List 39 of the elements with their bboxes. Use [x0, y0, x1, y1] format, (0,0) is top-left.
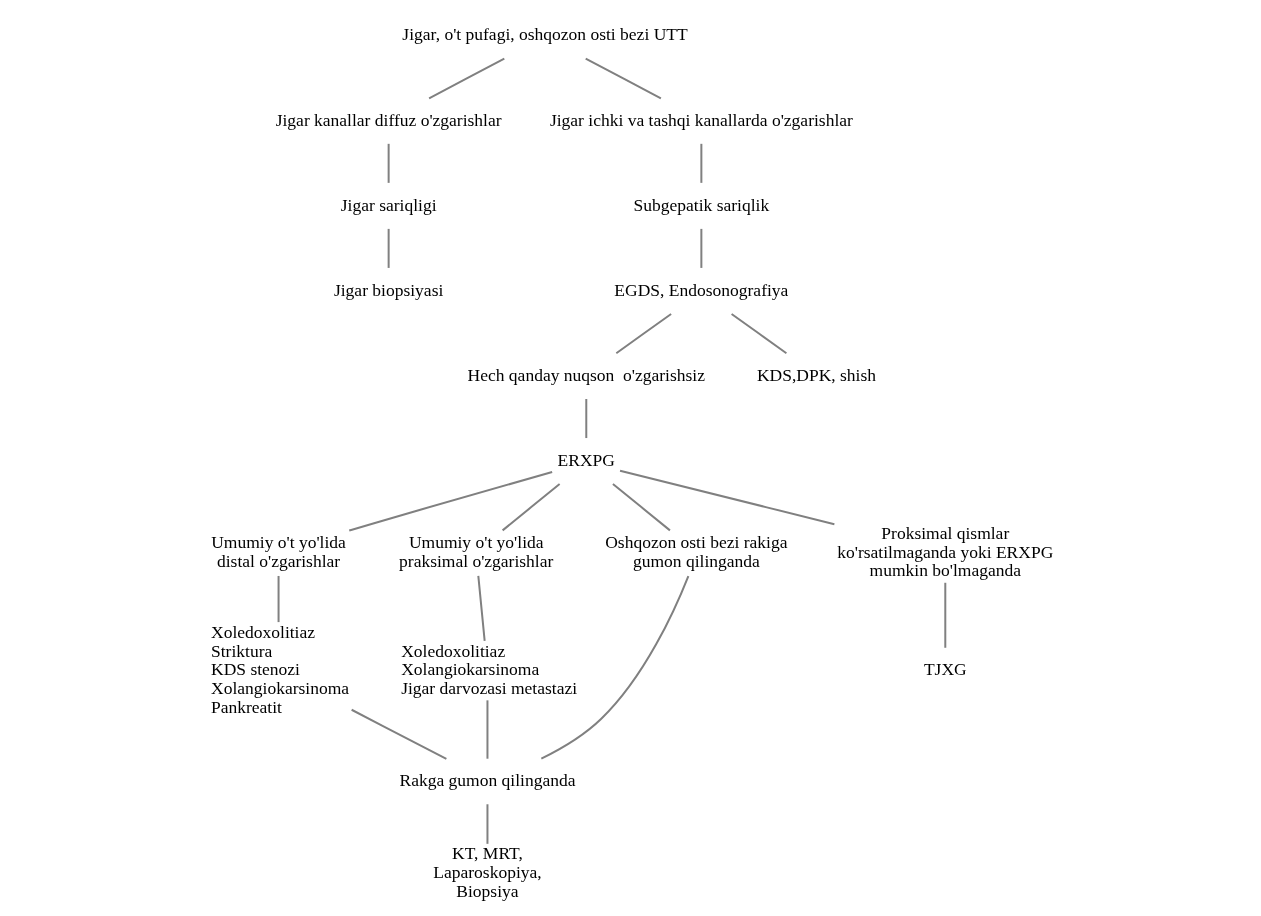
node-text: Hech qanday nuqson o'zgarishsiz: [467, 364, 705, 385]
node-text: Jigar sariqligi: [340, 194, 437, 215]
node-text: Jigar, o't pufagi, oshqozon osti bezi UTT: [401, 24, 688, 45]
connector: [611, 483, 671, 532]
node-text: Xoledoxolitiaz Xolangiokarsinoma Jigar darvozasi metastazi: [400, 640, 577, 699]
connector: [476, 574, 486, 642]
connector: [387, 142, 390, 184]
connector: [699, 142, 702, 184]
node-text: Umumiy o't yo'lida distal o'zgarishlar: [210, 532, 346, 572]
node-text: ERXPG: [557, 449, 615, 470]
connector: [350, 708, 447, 760]
node-text: EGDS, Endosonografiya: [613, 279, 788, 300]
connector: [277, 574, 280, 624]
node-text: Jigar ichki va tashqi kanallarda o'zgarishlar: [549, 109, 853, 130]
connector: [943, 581, 946, 649]
node-text: KDS,DPK, shish: [756, 364, 876, 385]
connector: [584, 398, 587, 440]
connector: [501, 483, 561, 532]
node-text: Umumiy o't yo'lida praksimal o'zgarishlar: [398, 532, 553, 572]
connector: [730, 312, 787, 355]
node-text: Oshqozon osti bezi rakiga gumon qilinganda: [604, 532, 787, 572]
connector: [539, 575, 689, 760]
connector: [485, 803, 488, 845]
node-text: Jigar biopsiyasi: [333, 279, 443, 300]
connector: [699, 227, 702, 269]
node-text: Jigar kanallar diffuz o'zgarishlar: [275, 109, 502, 130]
connector: [347, 471, 553, 532]
node-text: TJXG: [923, 659, 967, 680]
connector: [614, 312, 672, 355]
node-text: Proksimal qismlar ko'rsatilmaganda yoki ERXPG mumkin bo'lmaganda: [836, 522, 1053, 581]
connector: [618, 469, 835, 526]
node-text: KT, MRT, Laparoskopiya, Biopsiya: [432, 843, 542, 901]
connector: [584, 57, 662, 100]
connector: [427, 57, 505, 100]
connector: [387, 227, 390, 269]
node-text: Subgepatik sariqlik: [633, 194, 769, 215]
node-text: Rakga gumon qilinganda: [398, 769, 575, 790]
connector: [485, 699, 488, 760]
node-text: Xoledoxolitiaz Striktura KDS stenozi Xolangiokarsinoma Pankreatit: [210, 621, 349, 717]
